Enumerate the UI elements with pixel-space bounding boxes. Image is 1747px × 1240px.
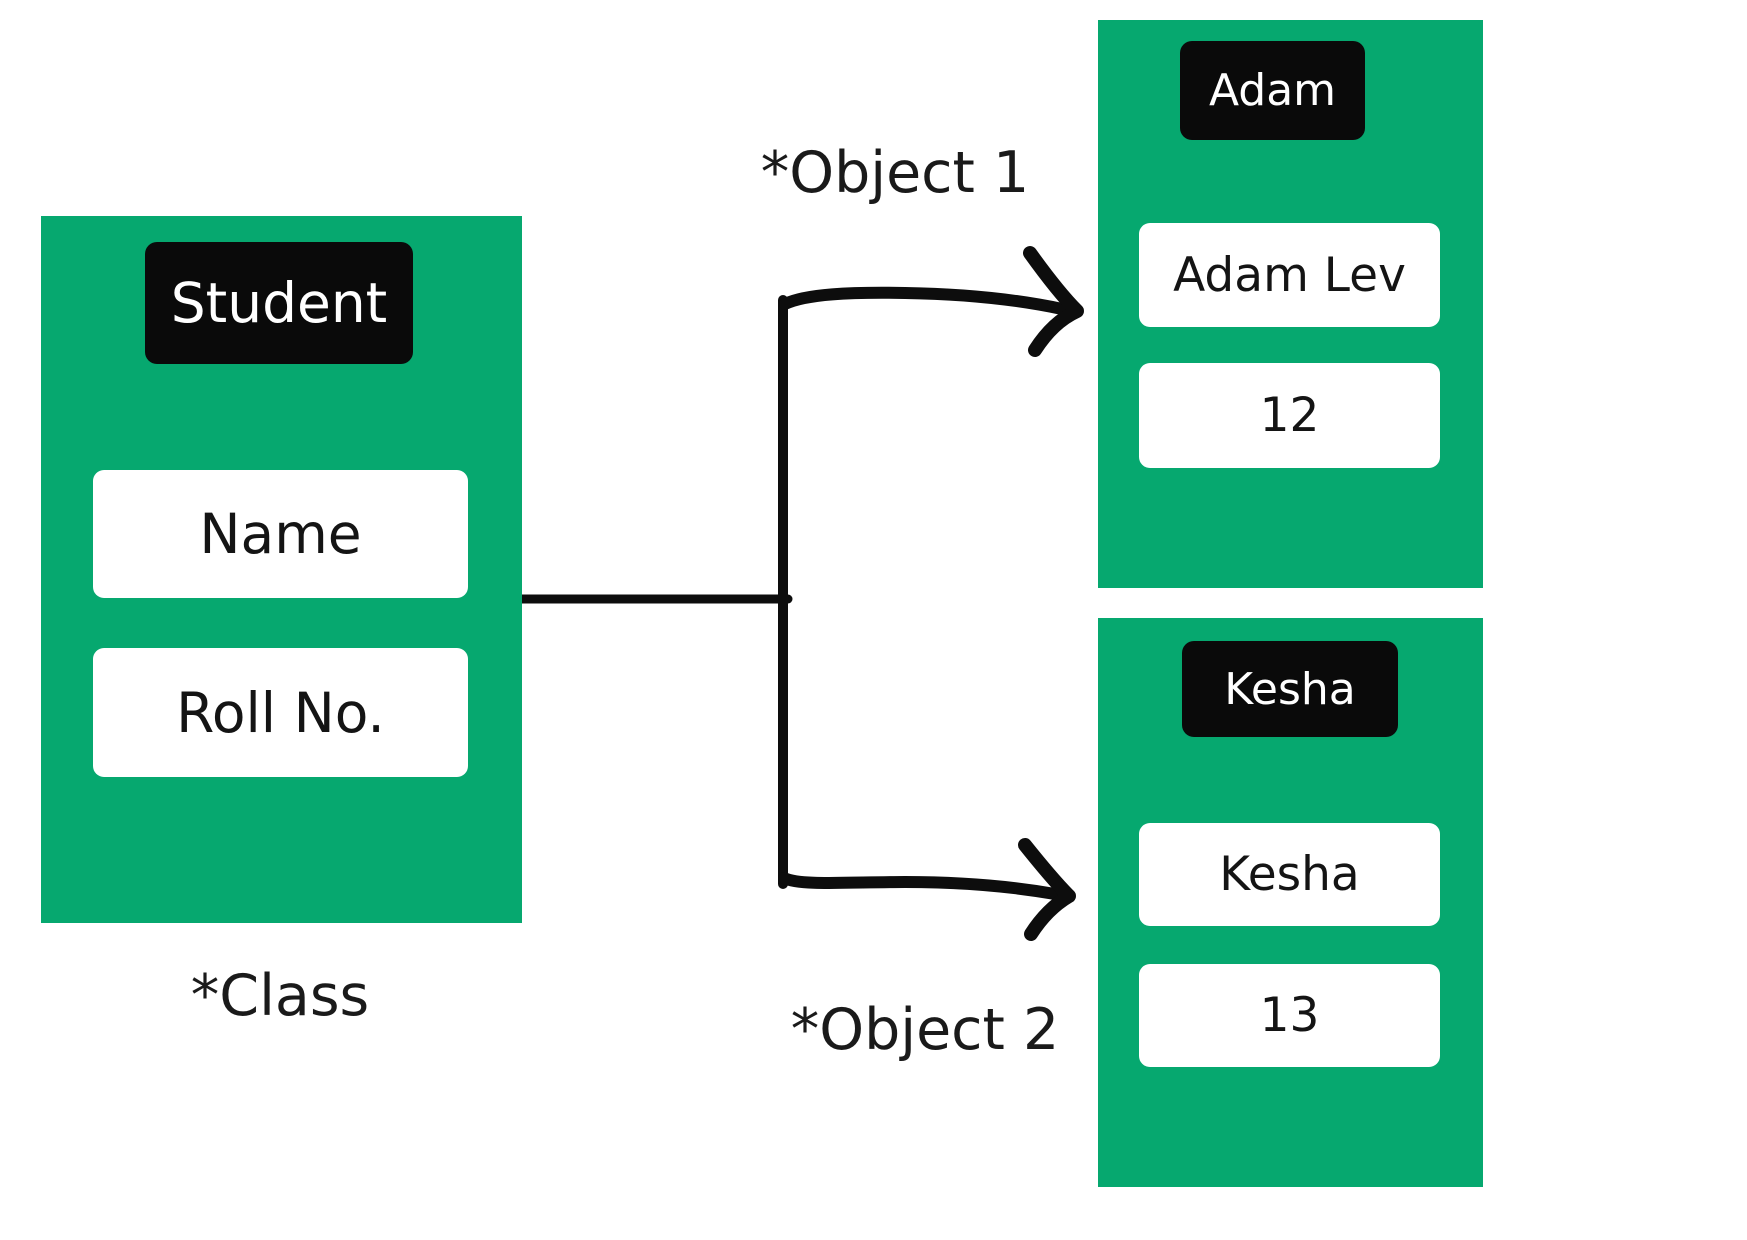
class-field-rollno-label: Roll No.	[176, 680, 385, 745]
object1-card: Adam Adam Lev 12	[1098, 20, 1483, 588]
object2-caption: *Object 2	[790, 997, 1060, 1063]
object2-card: Kesha Kesha 13	[1098, 618, 1483, 1187]
object2-title-label: Kesha	[1224, 663, 1356, 715]
object2-field-rollno: 13	[1139, 964, 1440, 1067]
arrow-object1-head	[1023, 246, 1084, 357]
class-title-label: Student	[170, 271, 388, 335]
class-card: Student Name Roll No.	[41, 216, 522, 923]
object2-field-name: Kesha	[1139, 823, 1440, 926]
object2-field-name-label: Kesha	[1219, 847, 1360, 902]
object1-field-rollno: 12	[1139, 363, 1440, 468]
object2-field-rollno-label: 13	[1259, 988, 1320, 1043]
object1-field-name-label: Adam Lev	[1173, 247, 1406, 303]
class-field-name: Name	[93, 470, 468, 598]
class-title-chip: Student	[145, 242, 413, 364]
class-field-rollno: Roll No.	[93, 648, 468, 777]
object1-field-name: Adam Lev	[1139, 223, 1440, 327]
object1-title-chip: Adam	[1180, 41, 1365, 140]
class-caption: *Class	[190, 963, 370, 1029]
object1-caption: *Object 1	[760, 140, 1030, 206]
class-field-name-label: Name	[199, 502, 362, 566]
arrow-object1-shaft	[779, 286, 1068, 315]
arrow-object2-head	[1018, 838, 1076, 941]
arrow-object2-shaft	[778, 872, 1061, 900]
object1-field-rollno-label: 12	[1259, 388, 1320, 443]
object1-title-label: Adam	[1208, 65, 1337, 116]
object2-title-chip: Kesha	[1182, 641, 1398, 737]
